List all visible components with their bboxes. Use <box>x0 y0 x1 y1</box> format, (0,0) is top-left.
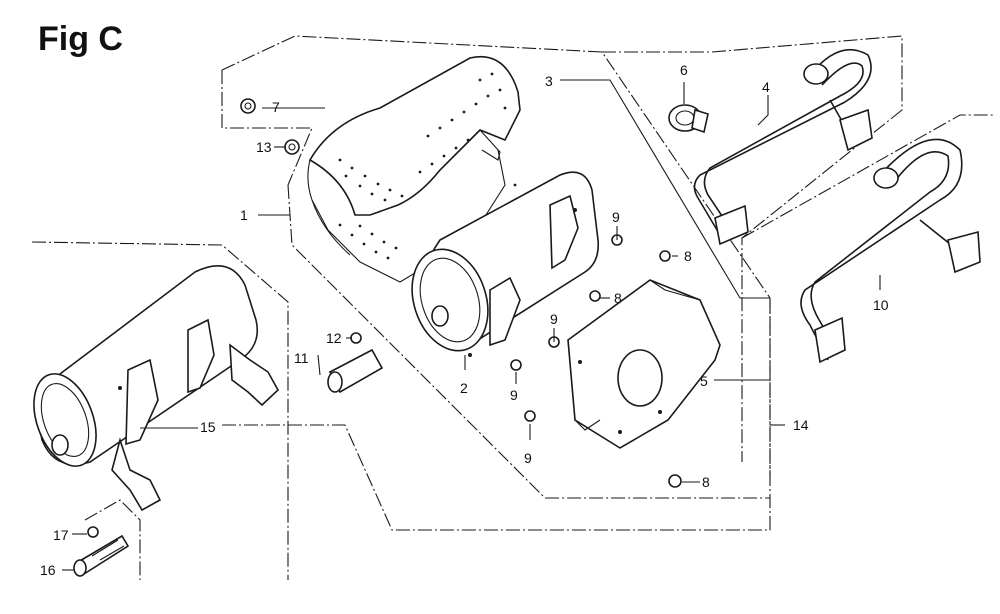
callout-2: 2 <box>460 380 468 396</box>
bolt-part-8b <box>589 290 601 302</box>
spark-arrester-part-11 <box>327 348 384 394</box>
callout-3: 3 <box>545 73 553 89</box>
callout-1: 1 <box>240 207 248 223</box>
callout-8a: 8 <box>684 248 692 264</box>
callout-8c: 8 <box>702 474 710 490</box>
bolt-part-7 <box>240 98 256 114</box>
bolt-part-8a <box>659 250 671 262</box>
callout-15: 15 <box>200 419 216 435</box>
callout-5: 5 <box>700 373 708 389</box>
callout-9b: 9 <box>550 311 558 327</box>
muffler-part-15 <box>33 265 280 512</box>
screw-part-9d <box>524 410 536 422</box>
screw-part-9c <box>510 359 522 371</box>
callout-16: 16 <box>40 562 56 578</box>
callout-11: 11 <box>294 350 309 366</box>
screw-part-12 <box>350 332 362 344</box>
callout-8b: 8 <box>614 290 622 306</box>
leader-lines <box>62 79 881 571</box>
spark-arrester-part-16 <box>73 534 130 577</box>
callout-9c: 9 <box>510 387 518 403</box>
callout-9d: 9 <box>524 450 532 466</box>
callout-13: 13 <box>256 139 272 155</box>
bracket-part-5 <box>567 279 721 449</box>
callout-7: 7 <box>272 99 280 115</box>
exhaust-pipe-part-10 <box>800 138 981 364</box>
bolt-part-8c <box>668 474 682 488</box>
nut-part-13 <box>284 139 300 155</box>
callout-17: 17 <box>53 527 69 543</box>
callout-4: 4 <box>762 79 770 95</box>
exhaust-pipe-part-4 <box>693 48 873 246</box>
figure-title: Fig C <box>38 20 123 58</box>
screw-part-17 <box>87 526 99 538</box>
callout-labels: 1 2 3 4 5 6 7 8 8 8 9 9 9 10 11 12 13 14… <box>40 62 889 578</box>
callout-6: 6 <box>680 62 688 78</box>
perforation-dots <box>338 72 517 260</box>
clamp-part-6 <box>668 104 709 134</box>
callout-14: 14 <box>793 417 809 433</box>
callout-12: 12 <box>326 330 342 346</box>
callout-10: 10 <box>873 297 889 313</box>
muffler-part-2 <box>411 171 600 357</box>
callout-9a: 9 <box>612 209 620 225</box>
